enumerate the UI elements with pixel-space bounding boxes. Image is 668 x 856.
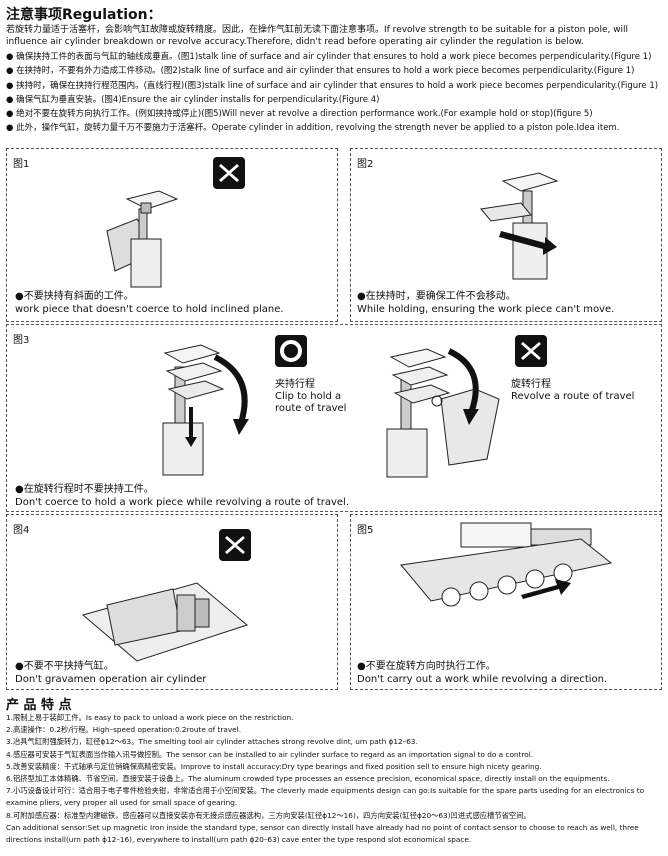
figure-2-caption-en: While holding, ensuring the work piece c… — [357, 304, 615, 315]
feature-item: 5.改善安装精度：干式轴承与定位销确保高精密安装。Improve to inst… — [6, 761, 542, 771]
rule-item: ● 挟持时，确保在挟持行程范围内。(直线行程)(图3)stalk line of… — [6, 80, 659, 91]
figure-1-panel: 图1 ●不要挟持有斜面的工件。 work piece that doesn't … — [6, 148, 338, 322]
feature-item: 1.限制上易于装卸工件。Is easy to pack to unload a … — [6, 713, 294, 722]
ng-caption-en: Revolve a route of travel — [511, 391, 635, 402]
feature-item: 4.感应器可安装于气缸表面当作输入讯号做控制。The sensor can be… — [6, 749, 534, 759]
feature-item: 8.可附加感应器：标准型内建磁铁，感应器可以直接安装亦有无接点感应器选构，三方向… — [6, 810, 531, 820]
cylinder-tilted-illustration — [81, 582, 249, 662]
figure-3-caption-cn: ●在旋转行程时不要挟持工件。 — [15, 484, 154, 495]
rule-item: ● 绝对不要在旋转方向执行工作。(例如挟持或停止)(图5)Will never … — [6, 109, 593, 120]
figure-3-ng-caption: 旋转行程 Revolve a route of travel — [511, 379, 634, 403]
rule-item: ● 在挟持时，不要有外力造成工件移动。(图2)stalk line of sur… — [6, 66, 635, 77]
figure-5-caption-cn: ●不要在旋转方向时执行工作。 — [357, 661, 496, 672]
features-title: 产 品 特 点 — [6, 698, 72, 713]
cylinder-inclined-illustration — [106, 190, 179, 288]
clamp-travel-illustration — [162, 344, 249, 476]
feature-item: 6.铝挤型加工本体精确、节省空间，直接安装于设备上。The aluminum c… — [6, 774, 610, 784]
figure-5-panel: 图5 ●不要在旋转方向时执行工作。 Don't carry out a work… — [350, 514, 662, 690]
figure-5-label: 图5 — [357, 525, 374, 536]
figure-3-panel: 图3 夹持行程 Clip to hold a route of travel 旋… — [6, 324, 662, 512]
figure-3-ok-caption: 夹持行程 Clip to hold a route of travel — [275, 379, 346, 415]
circle-ok-icon — [275, 335, 307, 367]
feature-item: 2.高速操作：0.2秒/行程。High–speed operation:0.2r… — [6, 725, 242, 735]
figure-2-label: 图2 — [357, 159, 374, 170]
cross-ng-icon — [219, 529, 251, 561]
feature-item: 7.小巧设备设计可行：适合用于电子零件检验夹钳，非常适合用于小空间安装。The … — [6, 786, 645, 808]
figure-1-label: 图1 — [13, 159, 30, 170]
cross-ng-icon — [515, 335, 547, 367]
figure-4-label: 图4 — [13, 525, 30, 536]
rule-item: ● 确保挟持工件的表面与气缸的轴线成垂直。(图1)stalk line of s… — [6, 52, 652, 62]
intro-text: 若旋转力量适于活塞杆，会影响气缸故障或旋转精度。因此，在操作气缸前无读下面注意事… — [6, 25, 629, 47]
figure-3-caption-en: Don't coerce to hold a work piece while … — [15, 497, 349, 508]
figure-1-caption-cn: ●不要挟持有斜面的工件。 — [15, 291, 134, 302]
cylinder-push-illustration — [480, 172, 559, 280]
rule-item: ● 此外，操作气缸，旋转力量千万不要施力于活塞杆。Operate cylinde… — [6, 123, 620, 134]
feature-item: 3.冶具气缸附强旋转力，缸径ϕ12～63。The smelting tool a… — [6, 737, 418, 747]
page-title: 注意事项Regulation： — [6, 7, 162, 23]
figure-2-caption-cn: ●在挟持时，要确保工件不会移动。 — [357, 291, 516, 302]
rule-list: ● 确保挟持工件的表面与气缸的轴线成垂直。(图1)stalk line of s… — [6, 50, 664, 136]
feature-list: 1.限制上易于装卸工件。Is easy to pack to unload a … — [6, 712, 664, 846]
rule-item: ● 确保气缸为垂直安装。(图4)Ensure the air cylinder … — [6, 94, 380, 105]
revolve-travel-illustration — [386, 348, 500, 478]
ng-caption-cn: 旋转行程 — [511, 379, 551, 390]
figure-5-caption-en: Don't carry out a work while revolving a… — [357, 674, 608, 685]
ok-caption-en-2: route of travel — [275, 403, 347, 414]
ok-caption-en-1: Clip to hold a — [275, 391, 342, 402]
figure-2-panel: 图2 ●在挟持时，要确保工件不会移动。 While holding, ensur… — [350, 148, 662, 322]
figure-4-caption-cn: ●不要不平挟持气缸。 — [15, 661, 114, 672]
cross-ng-icon — [213, 157, 245, 189]
figure-3-label: 图3 — [13, 335, 30, 346]
figure-1-caption-en: work piece that doesn't coerce to hold i… — [15, 304, 284, 315]
figure-4-caption-en: Don't gravamen operation air cylinder — [15, 674, 207, 685]
ok-caption-cn: 夹持行程 — [275, 379, 315, 390]
feature-item: Can additional sensor:Set up magnetic Ir… — [6, 822, 639, 845]
figure-4-panel: 图4 ●不要不平挟持气缸。 Don't gravamen operation a… — [6, 514, 338, 690]
conveyor-revolve-illustration — [400, 522, 613, 607]
